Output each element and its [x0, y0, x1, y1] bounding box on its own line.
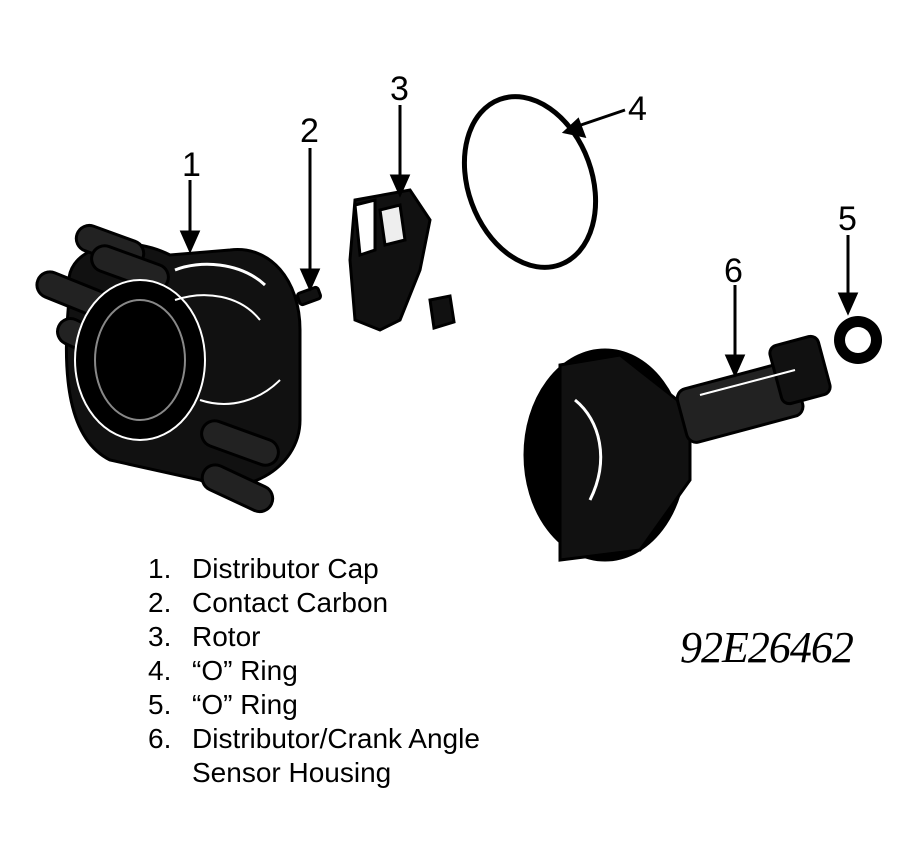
legend-number: 3. — [148, 621, 172, 652]
legend-item: 5. “O” Ring — [148, 688, 480, 722]
distributor-housing — [523, 334, 832, 562]
callout-6: 6 — [724, 252, 743, 290]
legend-number: 5. — [148, 689, 172, 720]
o-ring-large — [461, 94, 599, 270]
legend-label: “O” Ring — [192, 655, 298, 686]
contact-carbon — [295, 285, 323, 307]
o-ring-small — [834, 316, 882, 364]
callout-1: 1 — [182, 146, 201, 184]
rotor — [348, 188, 456, 332]
callout-5: 5 — [838, 200, 857, 238]
callout-3: 3 — [390, 70, 409, 108]
callout-4: 4 — [628, 90, 647, 128]
legend-label: Distributor/Crank Angle — [192, 723, 480, 754]
legend-number: 2. — [148, 587, 172, 618]
legend-number: 1. — [148, 553, 172, 584]
distributor-cap — [35, 223, 302, 514]
legend-label: Contact Carbon — [192, 587, 389, 618]
legend-item-continuation: Sensor Housing — [148, 756, 480, 790]
legend-label: Distributor Cap — [192, 553, 379, 584]
legend-label: “O” Ring — [192, 689, 298, 720]
callout-arrows — [179, 105, 859, 378]
legend-label: Sensor Housing — [192, 757, 392, 788]
legend-item: 2. Contact Carbon — [148, 586, 480, 620]
legend-item: 4. “O” Ring — [148, 654, 480, 688]
figure-code: 92E26462 — [680, 623, 854, 672]
legend-number: 4. — [148, 655, 172, 686]
parts-legend: 1. Distributor Cap 2. Contact Carbon 3. Rot… — [148, 552, 480, 790]
legend-number: 6. — [148, 723, 172, 754]
legend-label: Rotor — [192, 621, 261, 652]
legend-item: 1. Distributor Cap — [148, 552, 480, 586]
callout-2: 2 — [300, 112, 319, 150]
legend-item: 3. Rotor — [148, 620, 480, 654]
legend-item: 6. Distributor/Crank Angle — [148, 722, 480, 756]
